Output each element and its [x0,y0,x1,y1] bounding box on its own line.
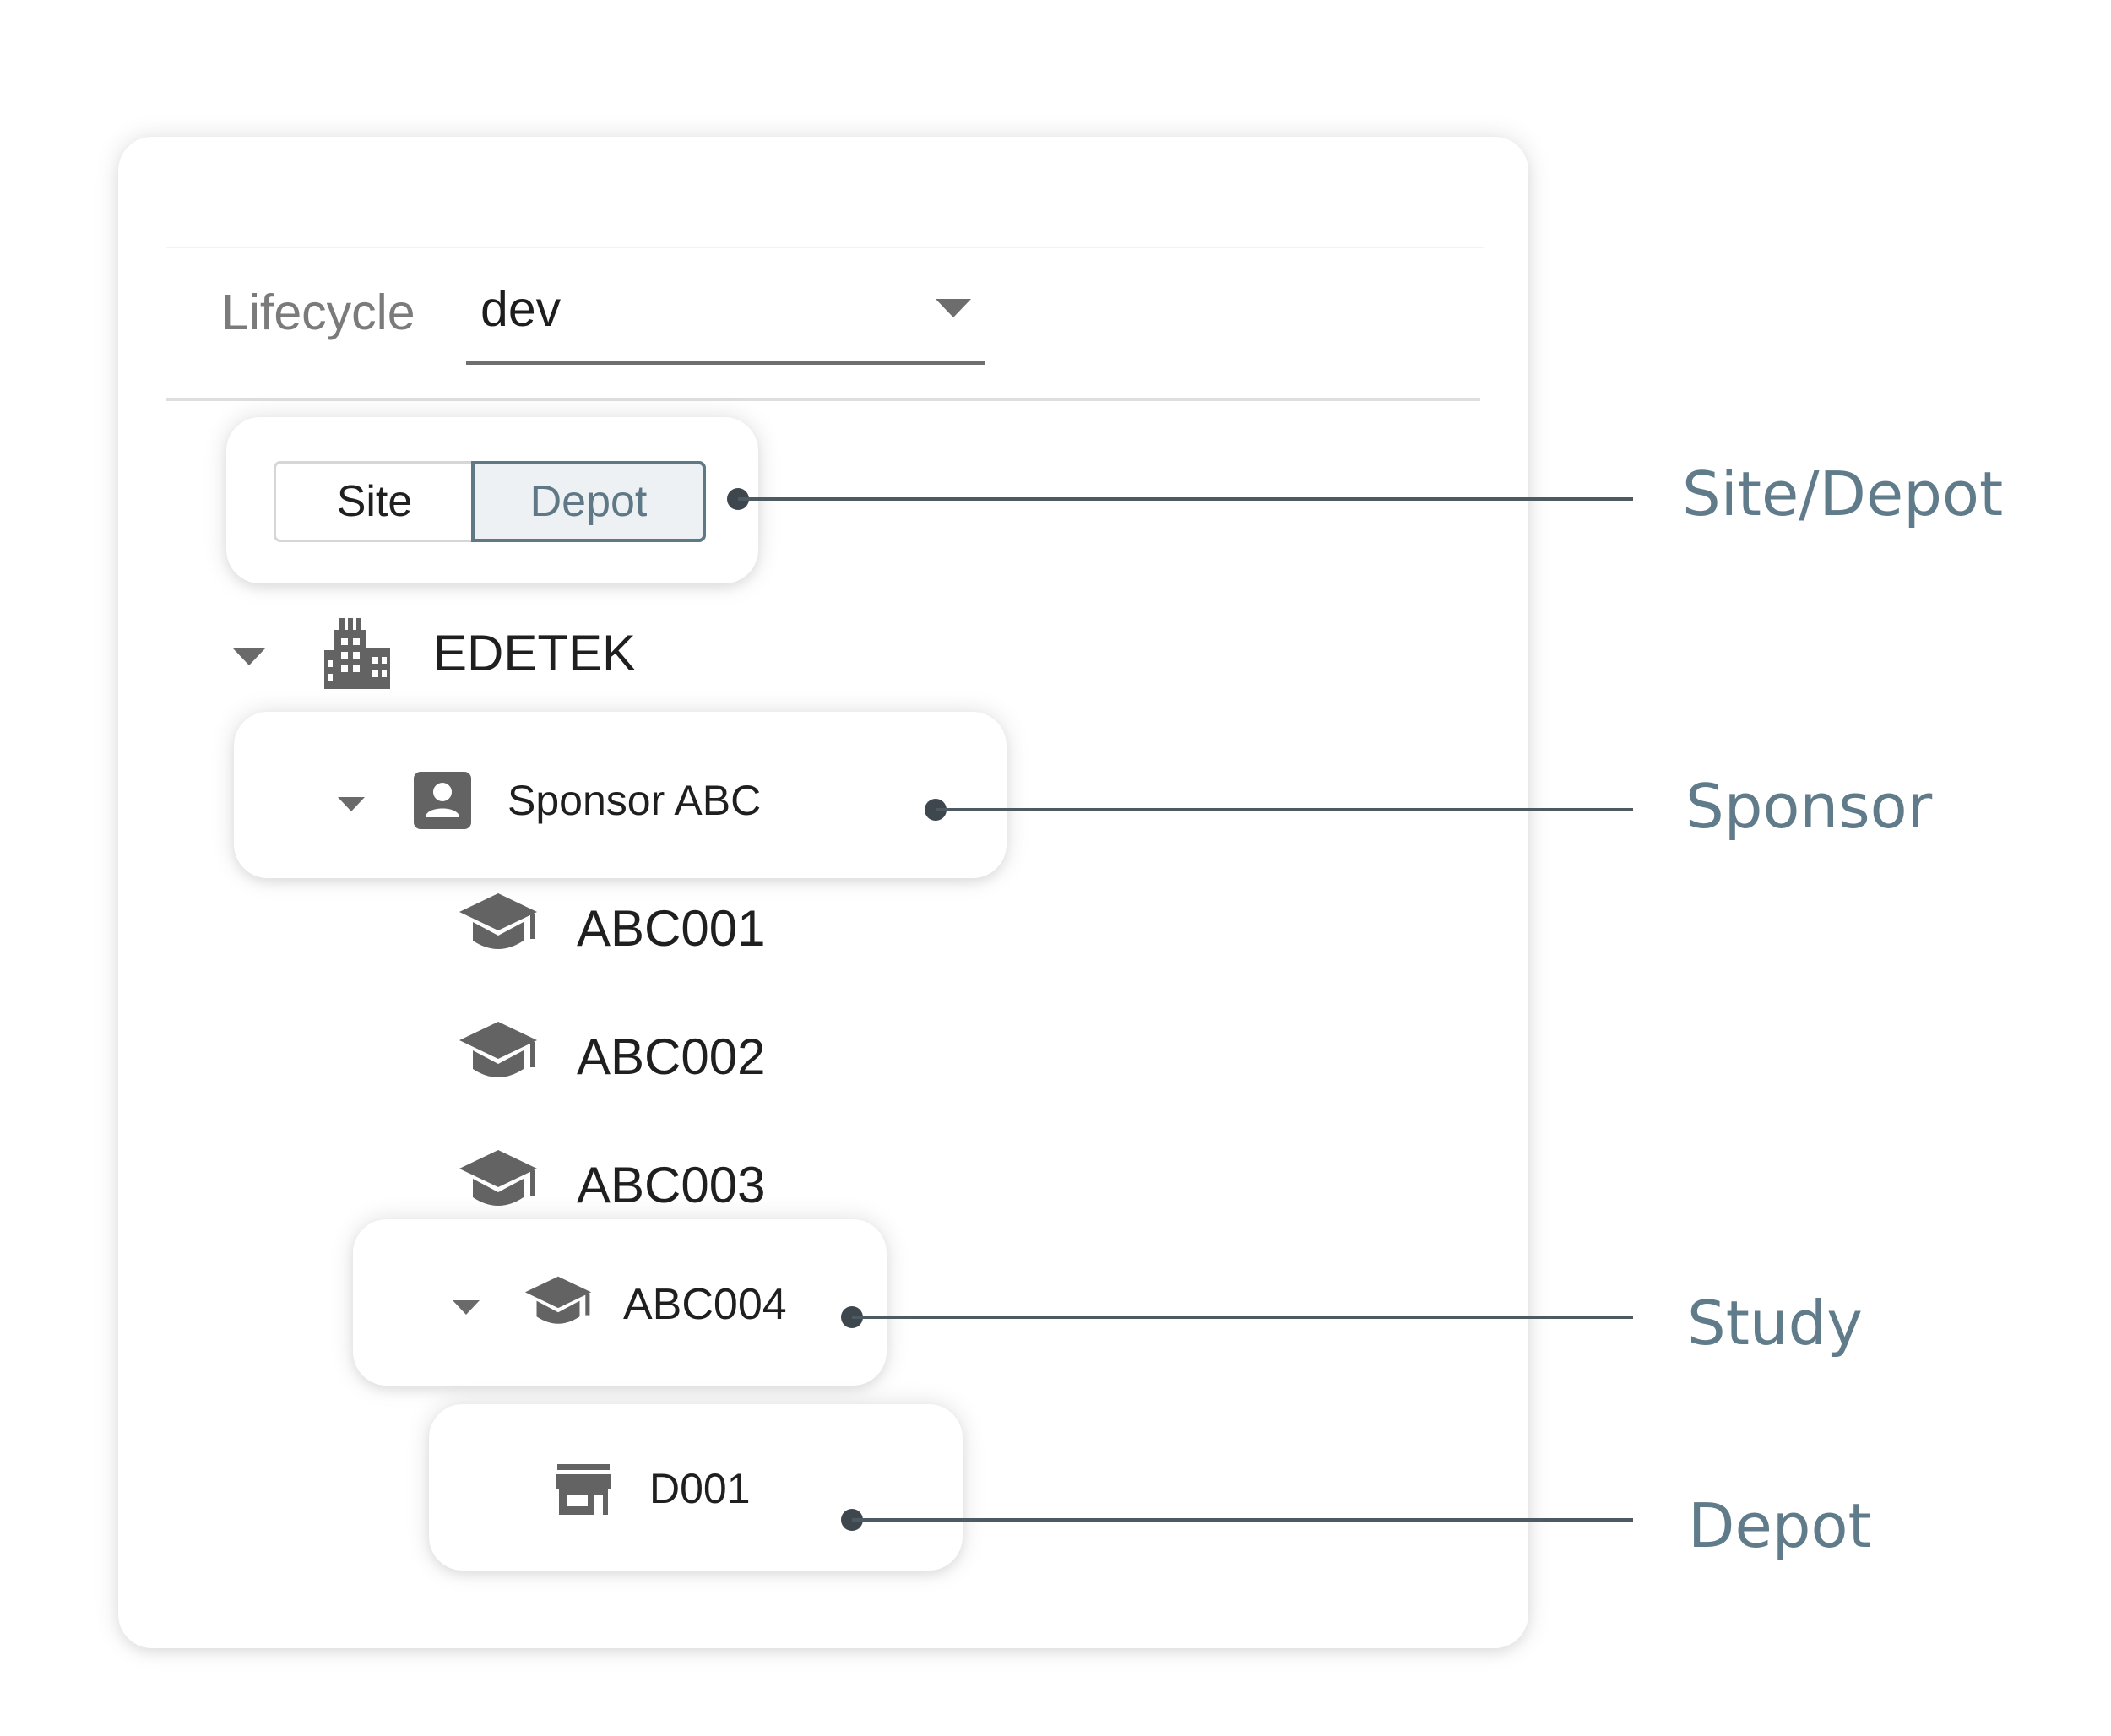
tree-item-abc004[interactable]: ABC004 [623,1280,787,1329]
lifecycle-label: Lifecycle [221,285,415,340]
caret-down-icon[interactable] [453,1300,480,1316]
caret-down-icon[interactable] [233,648,265,667]
sponsor-annotation: Sponsor [1685,771,1933,842]
depot-leader-line [852,1518,1633,1522]
depot-highlight-card [429,1404,963,1571]
tree-item-d001[interactable]: D001 [649,1465,751,1512]
graduation-cap-icon [459,1150,537,1206]
site-depot-leader-line [738,497,1633,501]
study-annotation: Study [1687,1288,1863,1359]
tree-item-edetek[interactable]: EDETEK [433,625,637,681]
study-highlight-card [353,1219,887,1386]
store-icon [556,1464,611,1515]
site-depot-toggle: Site Depot [274,461,706,545]
lifecycle-value: dev [480,281,562,337]
tree-item-abc001[interactable]: ABC001 [577,900,766,957]
lifecycle-select[interactable]: dev [466,270,985,365]
tree-item-sponsor[interactable]: Sponsor ABC [507,777,762,824]
tree-item-abc002[interactable]: ABC002 [577,1028,766,1085]
building-icon [324,618,390,689]
site-depot-annotation: Site/Depot [1682,458,2004,529]
graduation-cap-icon [459,893,537,949]
site-toggle-button[interactable]: Site [274,461,473,542]
caret-down-icon[interactable] [338,797,365,813]
study-leader-line [852,1316,1633,1319]
dropdown-arrow-icon [936,299,971,317]
sponsor-highlight-card [234,712,1007,878]
sponsor-leader-line [936,808,1633,811]
tree-item-abc003[interactable]: ABC003 [577,1157,766,1213]
depot-toggle-button[interactable]: Depot [471,461,706,542]
depot-annotation: Depot [1688,1490,1872,1561]
graduation-cap-icon [459,1022,537,1077]
graduation-cap-icon [524,1276,592,1324]
hierarchy-panel [118,137,1528,1648]
panel-top-rule [166,247,1484,248]
divider [166,398,1480,401]
person-badge-icon [414,772,471,829]
